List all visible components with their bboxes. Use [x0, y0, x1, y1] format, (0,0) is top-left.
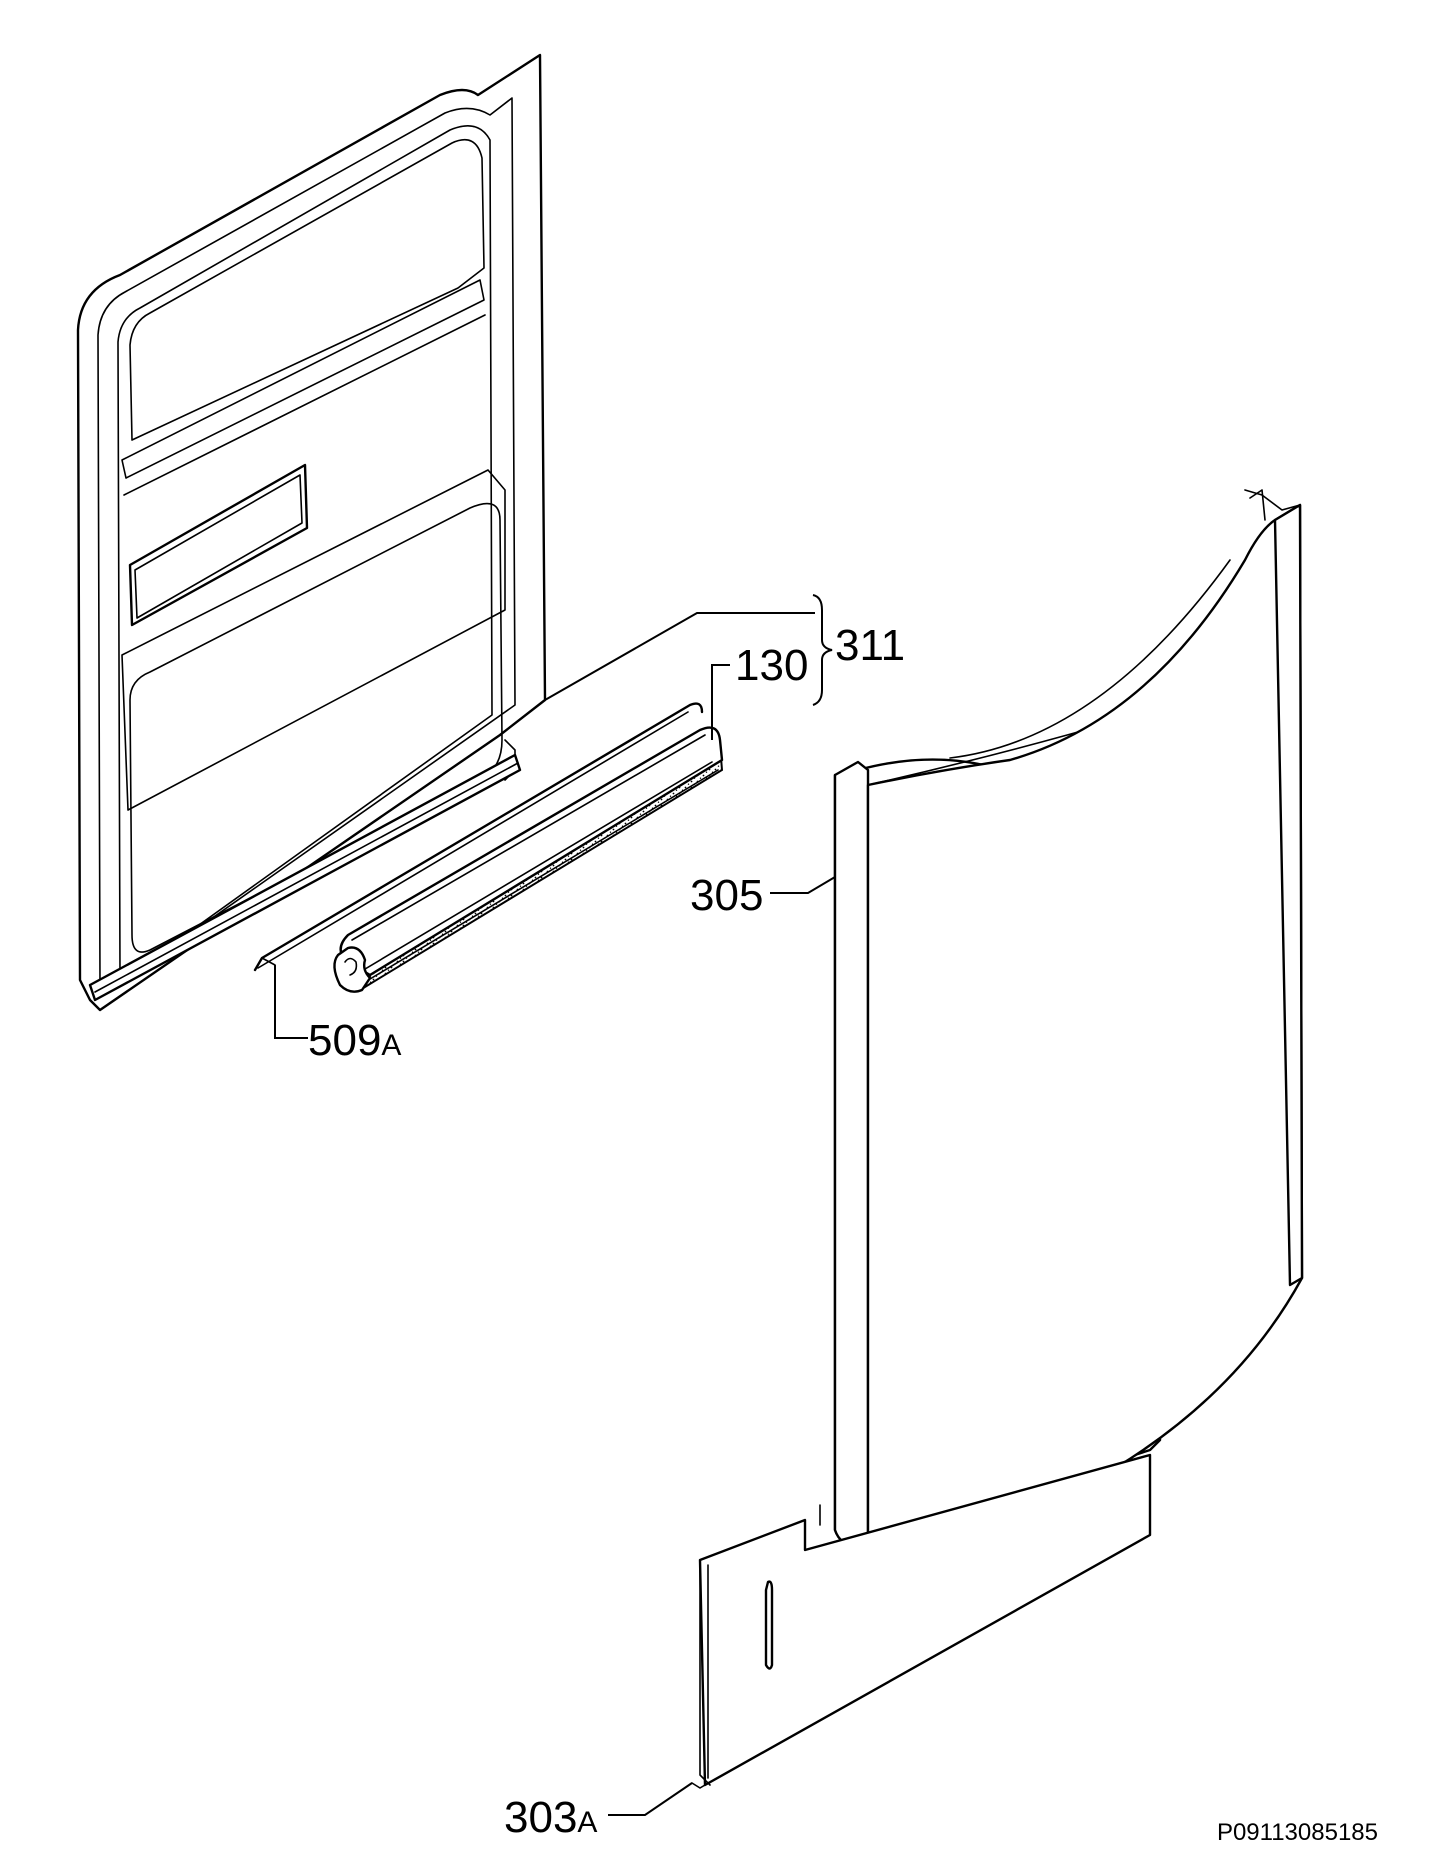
outer-door-panel [833, 489, 1304, 1554]
callout-303a-number: 303 [504, 1793, 577, 1842]
drawing-code: P09113085185 [1217, 1819, 1378, 1846]
callout-311: 311 [835, 621, 905, 670]
door-gasket [333, 726, 724, 993]
leader-lines [274, 594, 836, 1816]
kick-panel [691, 1453, 1152, 1789]
callout-303a-suffix: A [577, 1806, 597, 1839]
callout-305: 305 [690, 871, 763, 920]
callout-130: 130 [735, 641, 808, 690]
inner-door-frame [76, 53, 547, 1012]
callout-509a-suffix: A [381, 1029, 401, 1062]
callout-509a-number: 509 [308, 1016, 381, 1065]
callout-303a: 303A [504, 1793, 597, 1842]
callout-509a: 509A [308, 1016, 401, 1065]
hinge-rod [253, 702, 704, 972]
